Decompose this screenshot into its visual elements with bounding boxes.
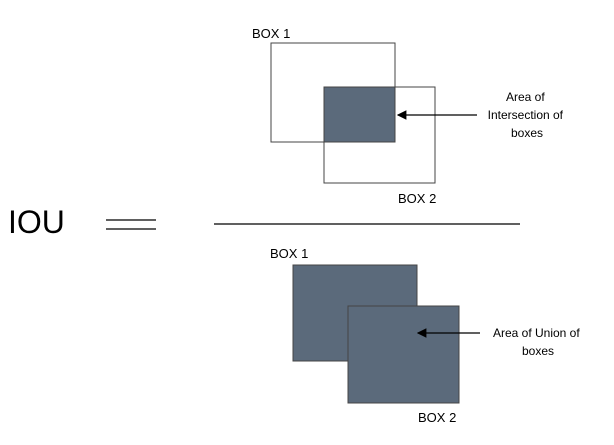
intersection-area <box>323 86 396 143</box>
intersection-annotation: Area of Intersection of boxes <box>488 90 567 140</box>
numerator-box-1-label: BOX 1 <box>252 26 290 41</box>
denominator-box-2-label: BOX 2 <box>418 410 456 425</box>
iou-title: IOU <box>8 204 65 240</box>
denominator-box-2 <box>347 305 460 404</box>
numerator-box-2-label: BOX 2 <box>398 191 436 206</box>
denominator-group: BOX 1 BOX 2 Area of Union of boxes <box>270 246 583 425</box>
union-annotation: Area of Union of boxes <box>493 326 583 358</box>
denominator-box-1-label: BOX 1 <box>270 246 308 261</box>
numerator-group: BOX 1 BOX 2 Area of Intersection of boxe… <box>252 26 567 206</box>
equals-sign <box>106 219 156 230</box>
